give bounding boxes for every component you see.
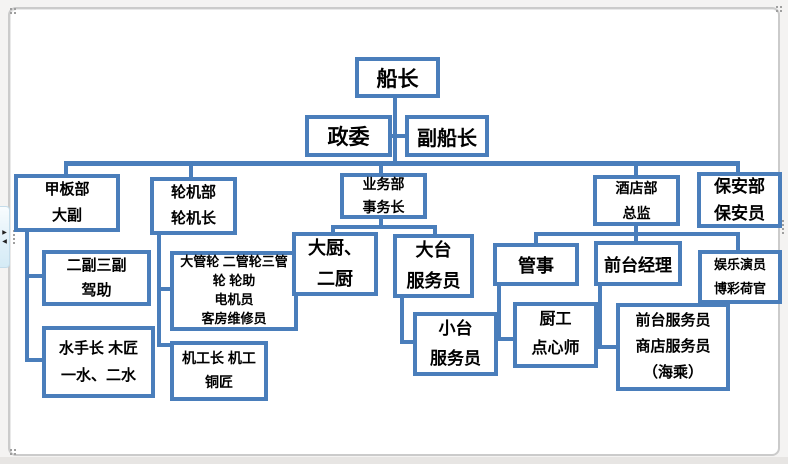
node-security-dept[interactable]: 保安部 保安员 (697, 172, 782, 228)
connector-line (534, 232, 538, 245)
node-label: 商店服务员 (635, 337, 711, 355)
node-deputy-captain[interactable]: 副船长 (405, 115, 489, 157)
node-label: 船长 (376, 67, 419, 91)
node-label: 一水、二水 (60, 367, 136, 384)
node-label: 大厨、 (308, 237, 362, 258)
connector-line (64, 161, 740, 166)
node-label: 事务长 (362, 199, 405, 215)
node-label: 水手长 木匠 (58, 340, 139, 357)
node-motormen[interactable]: 机工长 机工 铜匠 (170, 341, 268, 401)
node-label: 服务员 (406, 271, 461, 291)
node-label: 娱乐演员 (713, 256, 766, 272)
node-label: 前台经理 (604, 256, 672, 275)
node-steward[interactable]: 管事 (493, 243, 579, 286)
node-sailors[interactable]: 水手长 木匠 一水、二水 (42, 326, 155, 398)
connector-line (157, 287, 172, 291)
desk-background (0, 457, 788, 464)
node-label: 博彩荷官 (713, 281, 766, 296)
node-label: 总监 (622, 204, 651, 221)
node-mates[interactable]: 二副三副 驾助 (42, 250, 151, 306)
node-business-dept[interactable]: 业务部 事务长 (340, 173, 427, 219)
node-captain[interactable]: 船长 (355, 57, 440, 98)
node-label: （海乘） (642, 364, 703, 382)
node-label: 大副 (51, 207, 82, 224)
connector-line (598, 284, 602, 349)
connector-line (331, 225, 437, 229)
node-label: 小台 (438, 319, 473, 339)
node-deck-dept[interactable]: 甲板部 大副 (14, 174, 120, 232)
selection-handle-top-left[interactable] (10, 8, 12, 10)
node-label: 保安部 (714, 176, 765, 196)
node-engineers[interactable]: 大管轮 二管轮三管轮 轮助 电机员 客房维修员 (170, 251, 298, 331)
connector-line (189, 161, 193, 179)
node-label: 二副三副 (66, 256, 127, 274)
node-hotel-dept[interactable]: 酒店部 总监 (593, 175, 680, 226)
connector-line (379, 161, 383, 175)
node-label: 大台 (415, 239, 452, 260)
node-label: 驾助 (81, 282, 112, 299)
node-engine-dept[interactable]: 轮机部 轮机长 (150, 177, 237, 235)
node-label: 轮机长 (170, 210, 216, 227)
connector-line (390, 134, 407, 138)
node-label: 管事 (518, 255, 554, 276)
node-label: 服务员 (430, 349, 481, 368)
connector-line (379, 217, 383, 229)
connector-line (736, 232, 740, 252)
connector-line (331, 225, 335, 234)
node-label: 酒店部 (615, 180, 658, 196)
node-chefs[interactable]: 大厨、 二厨 (292, 232, 378, 296)
node-label: 业务部 (362, 175, 405, 192)
node-big-table-waiters[interactable]: 大台 服务员 (393, 234, 474, 298)
connector-line (400, 340, 415, 344)
node-label: 轮机部 (170, 183, 216, 201)
connector-line (157, 343, 172, 347)
node-label: 机工长 机工 (182, 350, 256, 367)
connector-line (25, 274, 43, 278)
connector-line (25, 230, 29, 362)
connector-line (25, 358, 43, 362)
node-front-desk-staff[interactable]: 前台服务员 商店服务员 （海乘） (616, 303, 730, 391)
selection-handle-bottom-left[interactable] (10, 449, 12, 451)
node-small-table-waiters[interactable]: 小台 服务员 (413, 312, 498, 376)
node-kitchen-workers[interactable]: 厨工 点心师 (513, 302, 598, 368)
connector-line (634, 224, 638, 236)
connector-line (400, 296, 404, 344)
selection-handle-top-right[interactable] (776, 6, 778, 8)
connector-line (598, 345, 618, 349)
node-label: 甲板部 (44, 180, 90, 198)
connector-line (634, 161, 638, 177)
node-label: 铜匠 (205, 374, 233, 390)
node-entertainers[interactable]: 娱乐演员 博彩荷官 (698, 250, 782, 304)
connector-line (64, 161, 68, 177)
connector-line (433, 225, 437, 236)
connector-line (497, 284, 501, 341)
side-scroll-widget[interactable]: ▶ ◀ (0, 206, 10, 268)
connector-line (497, 337, 515, 341)
node-label: 电机员 (214, 292, 254, 307)
node-label: 点心师 (531, 340, 580, 357)
node-commissar[interactable]: 政委 (305, 115, 392, 157)
node-label: 前台服务员 (635, 311, 711, 329)
node-front-desk-manager[interactable]: 前台经理 (594, 241, 682, 286)
node-label: 保安员 (714, 204, 765, 223)
connector-line (393, 97, 397, 165)
node-label: 副船长 (417, 127, 477, 150)
node-label: 政委 (327, 126, 370, 149)
node-label: 大管轮 二管轮三管轮 轮助 (180, 254, 288, 289)
selection-handle-mid-right[interactable] (782, 220, 784, 222)
node-label: 二厨 (317, 269, 353, 289)
connector-line (634, 232, 638, 243)
connector-line (736, 161, 740, 174)
node-label: 厨工 (539, 311, 572, 329)
scroll-left-icon[interactable]: ◀ (2, 238, 7, 245)
scroll-right-icon[interactable]: ▶ (2, 229, 7, 236)
node-label: 客房维修员 (201, 310, 267, 326)
